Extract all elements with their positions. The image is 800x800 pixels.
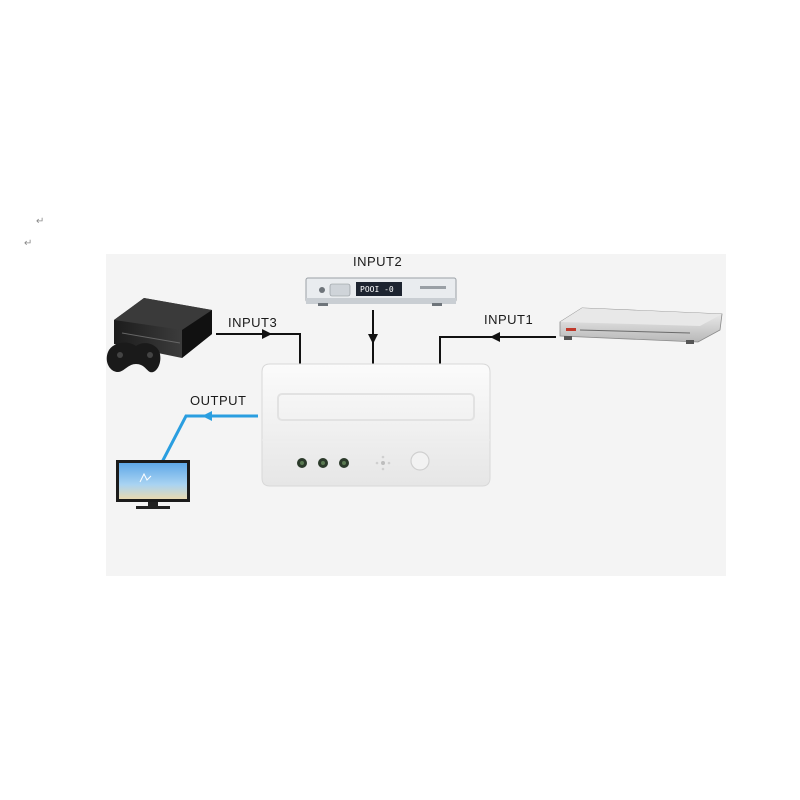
output-cable [158,411,258,467]
output-label: OUTPUT [190,393,246,408]
tv-monitor-icon [116,460,190,509]
paragraph-mark-2: ↵ [24,238,33,249]
input1-cable [439,332,556,368]
set-top-box-icon: POOI -0 [305,277,457,306]
input3-label: INPUT3 [228,315,277,330]
game-console-icon [114,298,212,358]
set-top-box-display-text: POOI -0 [360,285,394,294]
input2-label: INPUT2 [353,254,402,269]
hdmi-switch-box [261,363,491,487]
select-button[interactable] [410,451,430,471]
led-indicator-2 [318,458,328,468]
dvd-player-icon [559,307,723,344]
gamepad-icon [106,342,161,373]
paragraph-mark-1: ↵ [36,216,45,227]
led-indicator-1 [297,458,307,468]
input3-cable [216,329,301,368]
ir-receiver-icon [375,455,391,471]
input1-label: INPUT1 [484,312,533,327]
input2-cable [368,310,378,368]
led-indicator-3 [339,458,349,468]
